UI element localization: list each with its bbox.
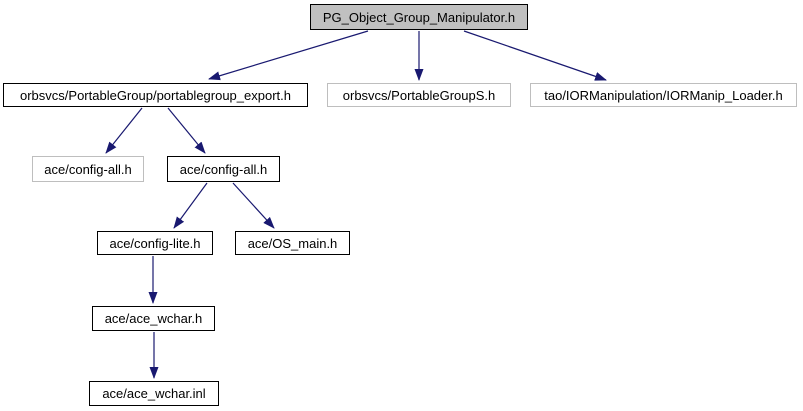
graph-node-label: ace/ace_wchar.h (104, 311, 203, 326)
graph-node-portablegroup-export[interactable]: orbsvcs/PortableGroup/portablegroup_expo… (3, 83, 308, 107)
graph-node-os-main[interactable]: ace/OS_main.h (235, 231, 350, 255)
edge-root-to-portablegroup-export-arrow (208, 30, 369, 81)
graph-node-label: ace/config-all.h (179, 161, 268, 177)
graph-node-label: orbsvcs/PortableGroupS.h (342, 87, 496, 103)
edge-export-to-config-all-arrow (167, 107, 206, 154)
graph-node-label: ace/ace_wchar.inl (102, 386, 206, 401)
graph-node-config-all[interactable]: ace/config-all.h (167, 156, 280, 182)
graph-node-label: ace/config-lite.h (109, 235, 201, 251)
edge-root-to-iormanip-loader-arrow (463, 30, 607, 81)
graph-node-ace-wchar-h[interactable]: ace/ace_wchar.h (92, 306, 215, 331)
graph-node-iormanip-loader: tao/IORManipulation/IORManip_Loader.h (530, 83, 797, 107)
graph-node-config-lite[interactable]: ace/config-lite.h (97, 231, 213, 255)
graph-node-ace-wchar-inl[interactable]: ace/ace_wchar.inl (89, 381, 219, 406)
edge-config-all-to-config-lite-arrow (173, 182, 208, 229)
graph-node-label: ace/config-all.h (44, 161, 132, 177)
graph-node-config-all-gray: ace/config-all.h (32, 156, 144, 182)
edge-config-all-to-os-main-arrow (232, 182, 275, 229)
graph-node-label: PG_Object_Group_Manipulator.h (322, 9, 516, 25)
graph-node-pg-object-group-manipulator: PG_Object_Group_Manipulator.h (310, 4, 528, 30)
graph-node-portablegroups: orbsvcs/PortableGroupS.h (327, 83, 511, 107)
graph-node-label: orbsvcs/PortableGroup/portablegroup_expo… (20, 87, 291, 103)
graph-node-label: tao/IORManipulation/IORManip_Loader.h (544, 87, 783, 103)
edge-export-to-config-all-gray-arrow (105, 107, 143, 154)
graph-node-label: ace/OS_main.h (247, 235, 338, 251)
